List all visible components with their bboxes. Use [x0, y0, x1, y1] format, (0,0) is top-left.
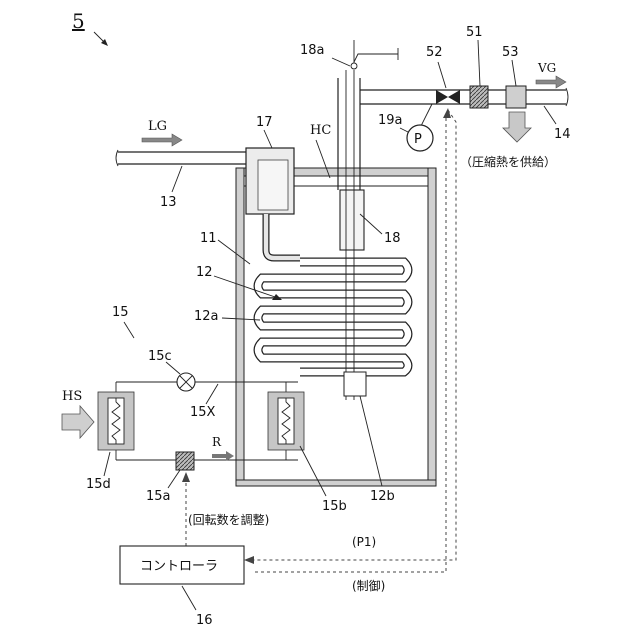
- pressure-line: [420, 104, 432, 128]
- label-15c: 15c: [148, 349, 172, 364]
- inlet-pipe: [116, 150, 246, 166]
- leader-17: [264, 130, 272, 148]
- vg-label: VG: [537, 61, 556, 75]
- label-19a: 19a: [378, 113, 403, 128]
- speed-control-arrow: [182, 472, 190, 482]
- label-13: 13: [160, 195, 177, 210]
- tube-18: [338, 70, 366, 400]
- r-label: R: [212, 435, 222, 449]
- label-15b: 15b: [322, 499, 347, 514]
- pressure-sensor-label: P: [414, 132, 422, 147]
- hc-label: HC: [310, 123, 331, 138]
- signal-arrow-controller: [244, 556, 254, 564]
- feed-tube: [266, 214, 300, 258]
- controller-label: コントローラ: [140, 559, 218, 574]
- leader-15x: [206, 384, 218, 404]
- label-51: 51: [466, 25, 483, 40]
- lg-arrow: [142, 134, 182, 146]
- label-52: 52: [426, 45, 443, 60]
- figure-number: 5: [72, 9, 85, 33]
- leader-15b: [300, 446, 326, 496]
- leader-15: [124, 322, 134, 338]
- heat-exchanger-15d: [98, 392, 134, 450]
- label-14: 14: [554, 127, 571, 142]
- element-51: [470, 86, 488, 108]
- leader-15d: [104, 452, 110, 476]
- outlet-pipe: [360, 88, 568, 106]
- leader-51: [478, 40, 480, 86]
- vg-arrow: [536, 76, 566, 88]
- compressor-15a: [176, 452, 194, 470]
- signal-arrow-valve: [443, 108, 451, 118]
- leader-12b: [360, 396, 382, 486]
- leader-15c: [166, 362, 180, 374]
- leader-52: [438, 62, 446, 88]
- label-11: 11: [200, 231, 217, 246]
- label-15: 15: [112, 305, 129, 320]
- leader-16: [182, 586, 196, 610]
- valve-52: [436, 90, 460, 104]
- r-arrow: [212, 451, 234, 461]
- lg-label: LG: [148, 119, 167, 134]
- p1-label: (P1): [352, 535, 376, 549]
- label-18a: 18a: [300, 43, 325, 58]
- hs-arrow: [62, 406, 94, 438]
- leader-13: [172, 166, 182, 192]
- leader-18a: [332, 58, 350, 66]
- heat-supply-arrow: [503, 112, 531, 142]
- heat-supply-note: （圧縮熱を供給）: [460, 154, 556, 169]
- label-15d: 15d: [86, 477, 111, 492]
- hs-label: HS: [62, 389, 82, 404]
- leader-15a: [168, 470, 180, 488]
- element-53: [506, 86, 526, 108]
- leader-19a: [400, 128, 408, 132]
- label-17: 17: [256, 115, 273, 130]
- label-16: 16: [196, 613, 213, 628]
- label-12b: 12b: [370, 489, 395, 504]
- leader-14: [544, 106, 556, 124]
- leader-11: [218, 240, 250, 264]
- device-17-inner: [258, 160, 288, 210]
- label-18: 18: [384, 231, 401, 246]
- label-12: 12: [196, 265, 213, 280]
- control-note: (制御): [352, 578, 385, 593]
- leader-53: [512, 60, 516, 86]
- adjust-rpm-note: (回転数を調整): [188, 512, 269, 527]
- label-53: 53: [502, 45, 519, 60]
- sensor-18a: [351, 40, 398, 69]
- label-12a: 12a: [194, 309, 219, 324]
- heat-exchanger-15b: [268, 392, 304, 450]
- label-15a: 15a: [146, 489, 171, 504]
- label-15x: 15X: [190, 405, 216, 420]
- heating-coil: [258, 262, 408, 372]
